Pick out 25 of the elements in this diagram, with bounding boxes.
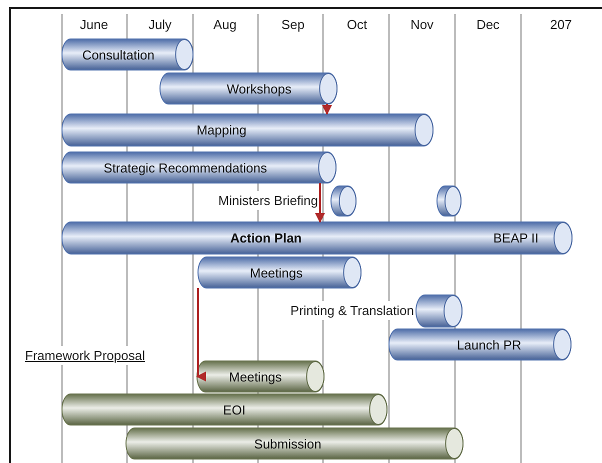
month-label: 207	[550, 17, 572, 32]
month-label: Dec	[476, 17, 500, 32]
arrow	[196, 288, 206, 382]
bar-label: EOI	[223, 402, 246, 417]
bar-label: Meetings	[229, 369, 282, 384]
bar-label: Launch PR	[456, 337, 522, 352]
month-label: July	[148, 17, 172, 32]
section-heading: Framework Proposal	[25, 348, 145, 363]
bar-label: Strategic Recommendations	[104, 160, 267, 175]
month-label: Oct	[346, 17, 368, 32]
bar-label: BEAP II	[493, 230, 539, 246]
month-label: June	[80, 17, 108, 32]
arrow	[322, 104, 332, 115]
bar-label: Workshops	[226, 81, 292, 96]
arrow	[315, 183, 325, 223]
task-label: Printing & Translation	[290, 303, 414, 318]
month-label: Nov	[410, 17, 434, 32]
bar-label: Action Plan	[230, 230, 302, 246]
month-label: Aug	[213, 17, 237, 32]
bar-label: Mapping	[196, 122, 246, 138]
bar-label: Submission	[254, 436, 322, 451]
bar-label: Consultation	[82, 47, 154, 62]
bar-label: Meetings	[250, 265, 303, 280]
task-label: Ministers Briefing	[218, 193, 318, 208]
month-label: Sep	[281, 17, 305, 32]
